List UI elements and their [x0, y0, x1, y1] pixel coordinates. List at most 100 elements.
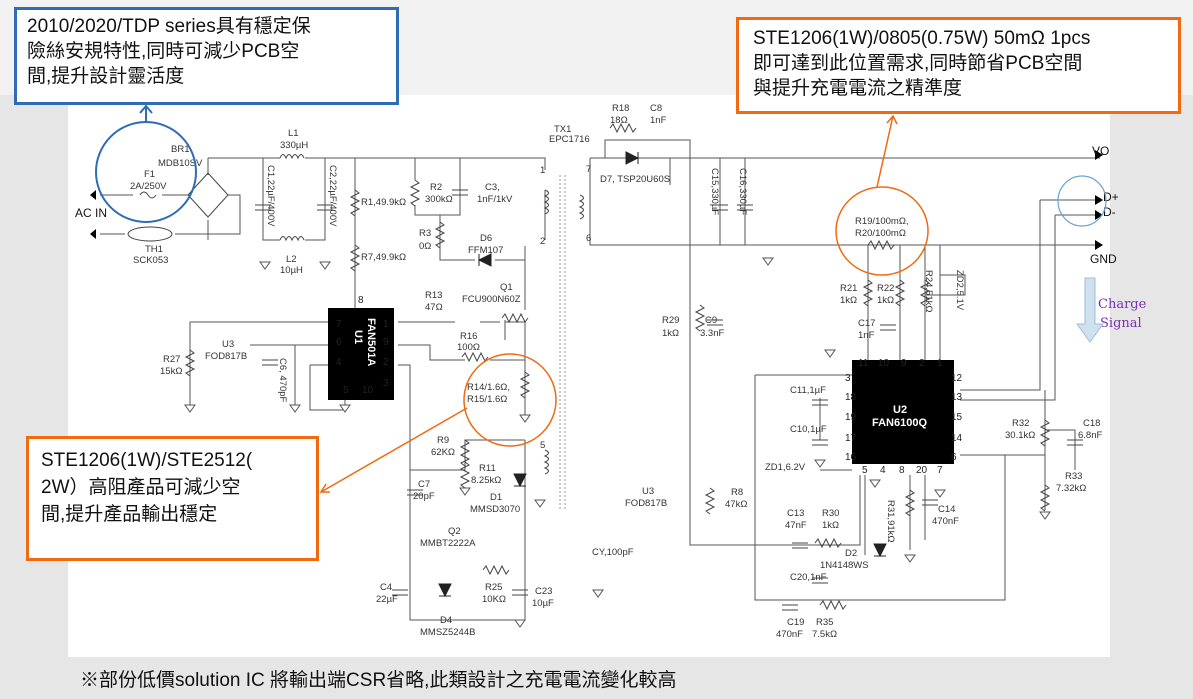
label-c17: C17: [858, 318, 875, 329]
label-vo: VO: [1092, 144, 1109, 158]
u2-pin: 13: [951, 392, 963, 403]
capacitor-symbol: [812, 577, 828, 584]
resistor-symbol: [184, 349, 196, 377]
resistor-symbol: [409, 179, 421, 207]
resistor-symbol: [819, 599, 847, 611]
footnote: ※部份低價solution IC 將輸出端CSR省略,此類設計之充電電流變化較高: [80, 670, 677, 691]
ground-symbol: [904, 554, 916, 563]
capacitor-symbol: [407, 489, 423, 496]
capacitor-symbol: [712, 204, 728, 211]
capacitor-symbol: [317, 204, 333, 211]
wire: [262, 158, 326, 241]
label-d7: D7, TSP20U60S: [600, 174, 670, 185]
capacitor-symbol: [1067, 439, 1083, 446]
label-u3bv: FOD817B: [625, 498, 667, 509]
label-tx1v: EPC1716: [549, 134, 590, 145]
wire: [589, 158, 1100, 246]
capacitor-symbol: [262, 359, 278, 366]
resistor-symbol: [482, 564, 510, 576]
u2-pin: 9: [901, 358, 907, 369]
label-r25v: 10KΩ: [482, 594, 506, 605]
wire: [909, 475, 926, 550]
u2-pin: 3: [845, 373, 851, 384]
label-tp2: 2: [540, 236, 545, 247]
chip-u2: U2 FAN6100Q: [852, 360, 954, 464]
label-cy: CY,100pF: [592, 547, 634, 558]
label-f1v: 2A/250V: [130, 181, 167, 192]
u2-pin: 20: [916, 465, 928, 476]
ground-symbol: [869, 479, 881, 488]
u2-pin: 1: [937, 358, 943, 369]
callout-line: 與提升充電電流之精準度: [753, 78, 963, 99]
u2-pin: 12: [951, 373, 963, 384]
resistor-symbol: [519, 371, 531, 399]
cs-resistor-highlight-circle: [463, 353, 557, 447]
bridge-rectifier-symbol: [187, 172, 229, 218]
label-r9v: 62KΩ: [431, 447, 455, 458]
u2-pin: 7: [937, 465, 943, 476]
label-d6v: FFM107: [468, 245, 503, 256]
label-d2: D2: [845, 548, 857, 559]
label-tx1: TX1: [554, 124, 571, 135]
label-c14v: 470nF: [932, 516, 959, 527]
label-r21v: 1kΩ: [840, 295, 857, 306]
terminal-arrow-symbols: [90, 150, 1103, 250]
resistor-symbol: [694, 304, 706, 332]
transformer-winding-symbol: [578, 194, 584, 220]
label-u3a: U3: [222, 339, 234, 350]
parts: [90, 122, 1103, 628]
u2-pin: 11: [858, 358, 869, 369]
cs-arrow-icon: [319, 407, 468, 493]
capacitor-symbol: [452, 189, 468, 196]
label-q2v: MMBT2222A: [420, 538, 476, 549]
capacitor-symbol: [812, 399, 828, 406]
label-th1: TH1: [145, 244, 163, 255]
label-r9: R9: [437, 435, 449, 446]
data-pins-highlight-circle: [1057, 175, 1107, 227]
label-r27v: 15kΩ: [160, 366, 182, 377]
resistor-symbol: [867, 239, 895, 251]
u2-part: FAN6100Q: [872, 417, 927, 429]
label-r13v: 47Ω: [425, 302, 443, 313]
wires: [100, 139, 1100, 621]
label-r29: R29: [662, 315, 679, 326]
capacitor-symbol: [512, 589, 528, 596]
label-c3: C3,: [485, 182, 500, 193]
fuse-symbol: [139, 191, 157, 199]
ground-symbol: [934, 489, 946, 498]
wire: [754, 374, 1006, 601]
label-d4v: MMSZ5244B: [420, 627, 475, 638]
label-r29v: 1kΩ: [662, 328, 679, 339]
u1-ref: U1: [352, 330, 364, 344]
wire: [398, 344, 525, 361]
label-c18v: 6.8nF: [1078, 430, 1102, 441]
ground-symbol: [259, 261, 271, 270]
resistor-symbol: [434, 221, 446, 249]
u1-pin: 2: [383, 357, 389, 368]
u1-pin: 9: [383, 337, 389, 348]
label-r2v: 300kΩ: [425, 194, 453, 205]
label-q1v: FCU900N60Z: [462, 294, 521, 305]
wire: [414, 158, 461, 216]
capacitor-symbol: [792, 542, 808, 549]
label-r11: R11: [479, 463, 496, 474]
resistor-symbol: [1039, 419, 1051, 447]
label-d6: D6: [480, 233, 492, 244]
label-r33v: 7.32kΩ: [1056, 483, 1086, 494]
label-r13: R13: [425, 290, 442, 301]
ground-symbol: [184, 404, 196, 413]
label-c16: C16,330µF: [737, 168, 748, 215]
label-l2v: 10µH: [280, 265, 303, 276]
u2-pin: 16: [845, 452, 857, 463]
label-r3v: 0Ω: [419, 241, 431, 252]
label-q1: Q1: [500, 282, 513, 293]
resistor-symbol: [1039, 484, 1051, 512]
ground-symbol: [339, 404, 351, 413]
diode-symbol: [438, 583, 452, 598]
u2-pin: 15: [951, 412, 963, 423]
label-c2: C2,22µF/400V: [327, 165, 338, 227]
label-c1: C1,22µF/400V: [265, 165, 276, 227]
label-r27: R27: [163, 354, 180, 365]
charge-signal-arrow-icon: [1076, 277, 1104, 343]
